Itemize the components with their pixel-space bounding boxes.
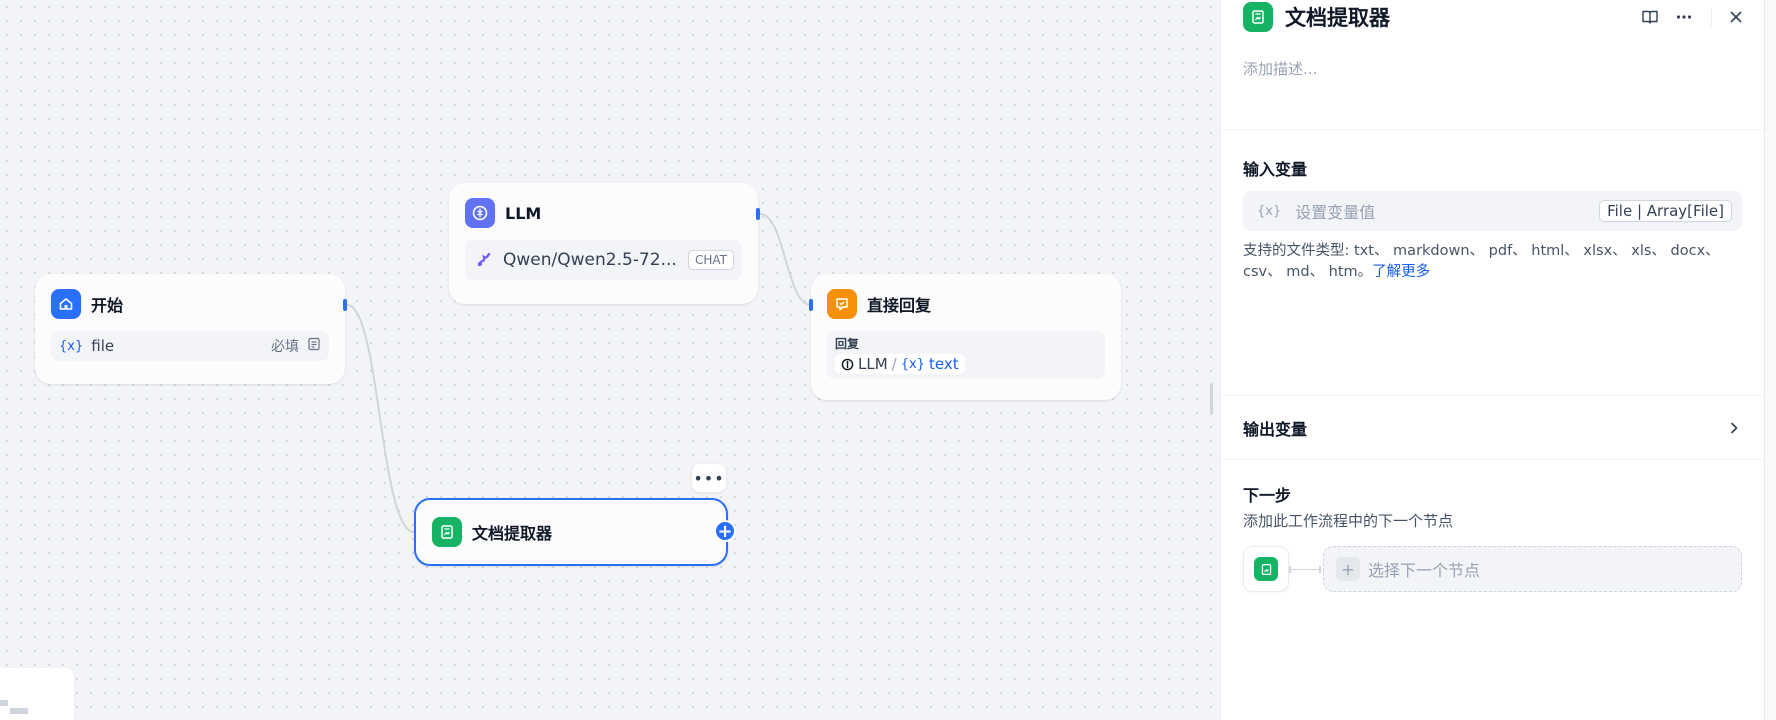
panel-header: 文档提取器 xyxy=(1221,0,1764,34)
node-document-extractor[interactable]: 文档提取器 xyxy=(414,498,728,566)
type-badge: File | Array[File] xyxy=(1599,200,1732,222)
select-next-label: 选择下一个节点 xyxy=(1368,561,1481,580)
document-extract-icon xyxy=(1243,2,1273,32)
plus-icon: + xyxy=(1336,557,1360,581)
edge-start-extractor xyxy=(346,304,415,533)
start-variable-row[interactable]: {x} file 必填 xyxy=(51,331,329,361)
node-more-button[interactable]: ••• xyxy=(692,464,726,492)
document-extract-icon xyxy=(432,517,462,547)
target-handle[interactable] xyxy=(809,299,813,311)
next-step-section: 下一步 添加此工作流程中的下一个节点 + 选择下一个节点 xyxy=(1221,460,1764,592)
panel-resize-handle[interactable] xyxy=(1210,383,1213,415)
variable-icon: {x} xyxy=(900,356,925,372)
support-text: 支持的文件类型: txt、 markdown、 pdf、 html、 xlsx、… xyxy=(1243,243,1720,280)
minimap-node xyxy=(0,700,8,706)
more-horizontal-icon[interactable] xyxy=(1675,8,1693,26)
close-icon[interactable] xyxy=(1728,9,1744,25)
section-title: 输入变量 xyxy=(1243,160,1308,179)
source-handle[interactable] xyxy=(756,208,760,220)
node-title: 开始 xyxy=(91,296,124,315)
connector-line xyxy=(1289,565,1321,573)
panel-title[interactable]: 文档提取器 xyxy=(1285,6,1390,30)
reply-label: 回复 xyxy=(835,337,860,351)
variable-reference: LLM / {x} text xyxy=(835,354,965,374)
output-variables-section[interactable]: 输出变量 xyxy=(1221,396,1764,460)
source-handle[interactable] xyxy=(343,299,347,311)
variable-placeholder: 设置变量值 xyxy=(1295,203,1376,222)
chevron-right-icon[interactable] xyxy=(1726,420,1742,436)
node-direct-reply[interactable]: 直接回复 回复 LLM / {x} text xyxy=(809,274,1121,400)
node-title: 文档提取器 xyxy=(472,524,553,543)
brain-icon xyxy=(841,358,854,371)
supported-file-types: 支持的文件类型: txt、 markdown、 pdf、 html、 xlsx、… xyxy=(1243,241,1742,283)
home-icon xyxy=(51,289,81,319)
reference-node: LLM xyxy=(858,355,888,373)
variable-selector[interactable]: {x} 设置变量值 File | Array[File] xyxy=(1243,191,1742,231)
reply-content[interactable]: 回复 LLM / {x} text xyxy=(827,331,1105,379)
next-node-row: + 选择下一个节点 xyxy=(1243,546,1742,592)
section-title: 下一步 xyxy=(1243,486,1292,505)
book-open-icon[interactable] xyxy=(1641,8,1659,26)
model-selector[interactable]: Qwen/Qwen2.5-72... CHAT xyxy=(465,240,742,280)
reference-separator: / xyxy=(891,355,897,373)
node-llm[interactable]: LLM Qwen/Qwen2.5-72... CHAT xyxy=(449,183,760,304)
document-icon xyxy=(307,337,321,355)
add-next-node-button[interactable]: + xyxy=(714,520,736,542)
model-provider-icon xyxy=(475,251,493,269)
learn-more-link[interactable]: 了解更多 xyxy=(1372,264,1431,280)
section-title: 输出变量 xyxy=(1243,419,1308,439)
variable-name: file xyxy=(91,337,115,355)
select-next-node-button[interactable]: + 选择下一个节点 xyxy=(1323,546,1742,592)
variable-icon: {x} xyxy=(59,338,84,354)
edge-llm-reply xyxy=(759,213,812,306)
node-title: LLM xyxy=(505,203,542,223)
reference-variable: text xyxy=(928,355,959,373)
header-divider xyxy=(1711,8,1712,26)
mode-badge: CHAT xyxy=(687,250,734,270)
brain-icon xyxy=(465,198,495,228)
current-node-badge xyxy=(1243,546,1289,592)
required-label: 必填 xyxy=(271,339,299,355)
description-input[interactable]: 添加描述... xyxy=(1221,34,1764,130)
document-extract-icon xyxy=(1254,557,1278,581)
node-title: 直接回复 xyxy=(867,296,932,315)
section-description: 添加此工作流程中的下一个节点 xyxy=(1243,512,1454,530)
reply-icon xyxy=(827,289,857,319)
panel-actions xyxy=(1625,8,1744,26)
minimap-node xyxy=(10,708,28,714)
model-name: Qwen/Qwen2.5-72... xyxy=(503,250,677,270)
input-variables-section: 输入变量 {x} 设置变量值 File | Array[File] 支持的文件类… xyxy=(1221,130,1764,396)
variable-icon: {x} xyxy=(1257,203,1282,219)
node-settings-panel: 文档提取器 添加描述... 输入变量 {x} 设置变量值 File | Arra… xyxy=(1220,0,1764,720)
panel-scrollbar-track[interactable] xyxy=(1764,0,1776,720)
minimap[interactable] xyxy=(0,668,74,720)
node-start[interactable]: 开始 {x} file 必填 xyxy=(35,274,347,384)
workflow-canvas[interactable]: 开始 {x} file 必填 LLM Qwen/Qwen2.5-72... CH… xyxy=(0,0,1220,720)
